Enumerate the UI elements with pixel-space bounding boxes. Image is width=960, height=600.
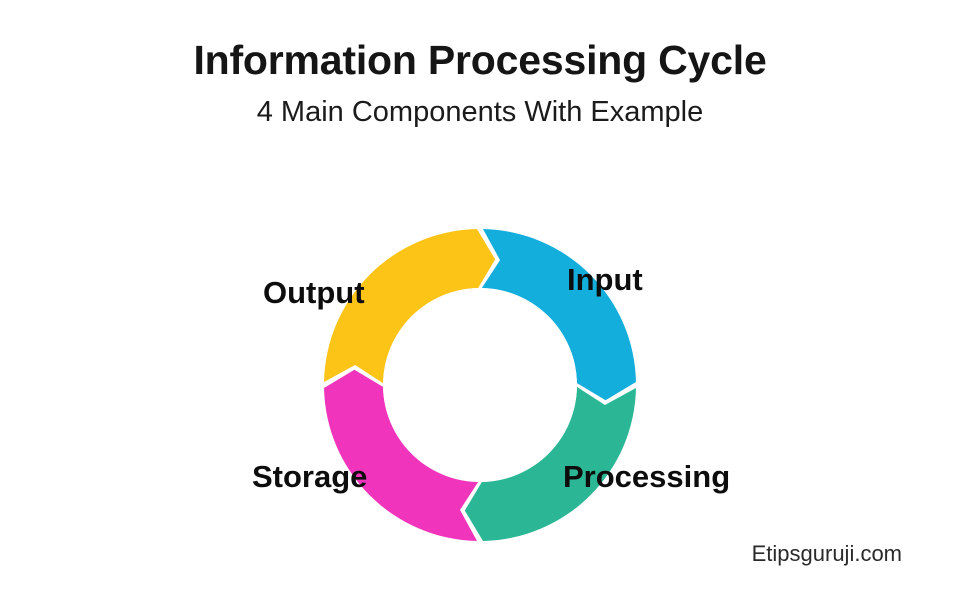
cycle-segment-output[interactable]: [324, 229, 496, 384]
watermark-text: Etipsguruji.com: [751, 541, 902, 566]
donut-cycle-svg: [324, 229, 636, 541]
segment-label-input: Input: [567, 262, 643, 297]
information-processing-cycle-diagram: [300, 205, 660, 565]
cycle-segment-processing[interactable]: [464, 386, 636, 541]
page-title: Information Processing Cycle: [193, 37, 767, 83]
cycle-segment-storage[interactable]: [324, 369, 479, 541]
cycle-segment-input[interactable]: [481, 229, 636, 401]
page-subtitle: 4 Main Components With Example: [256, 95, 704, 128]
segment-label-output: Output: [263, 275, 365, 310]
donut-center-hole: [383, 288, 577, 482]
heading-block: Information Processing Cycle 4 Main Comp…: [0, 37, 960, 129]
segment-label-storage: Storage: [252, 459, 368, 494]
segment-label-processing: Processing: [563, 459, 731, 494]
